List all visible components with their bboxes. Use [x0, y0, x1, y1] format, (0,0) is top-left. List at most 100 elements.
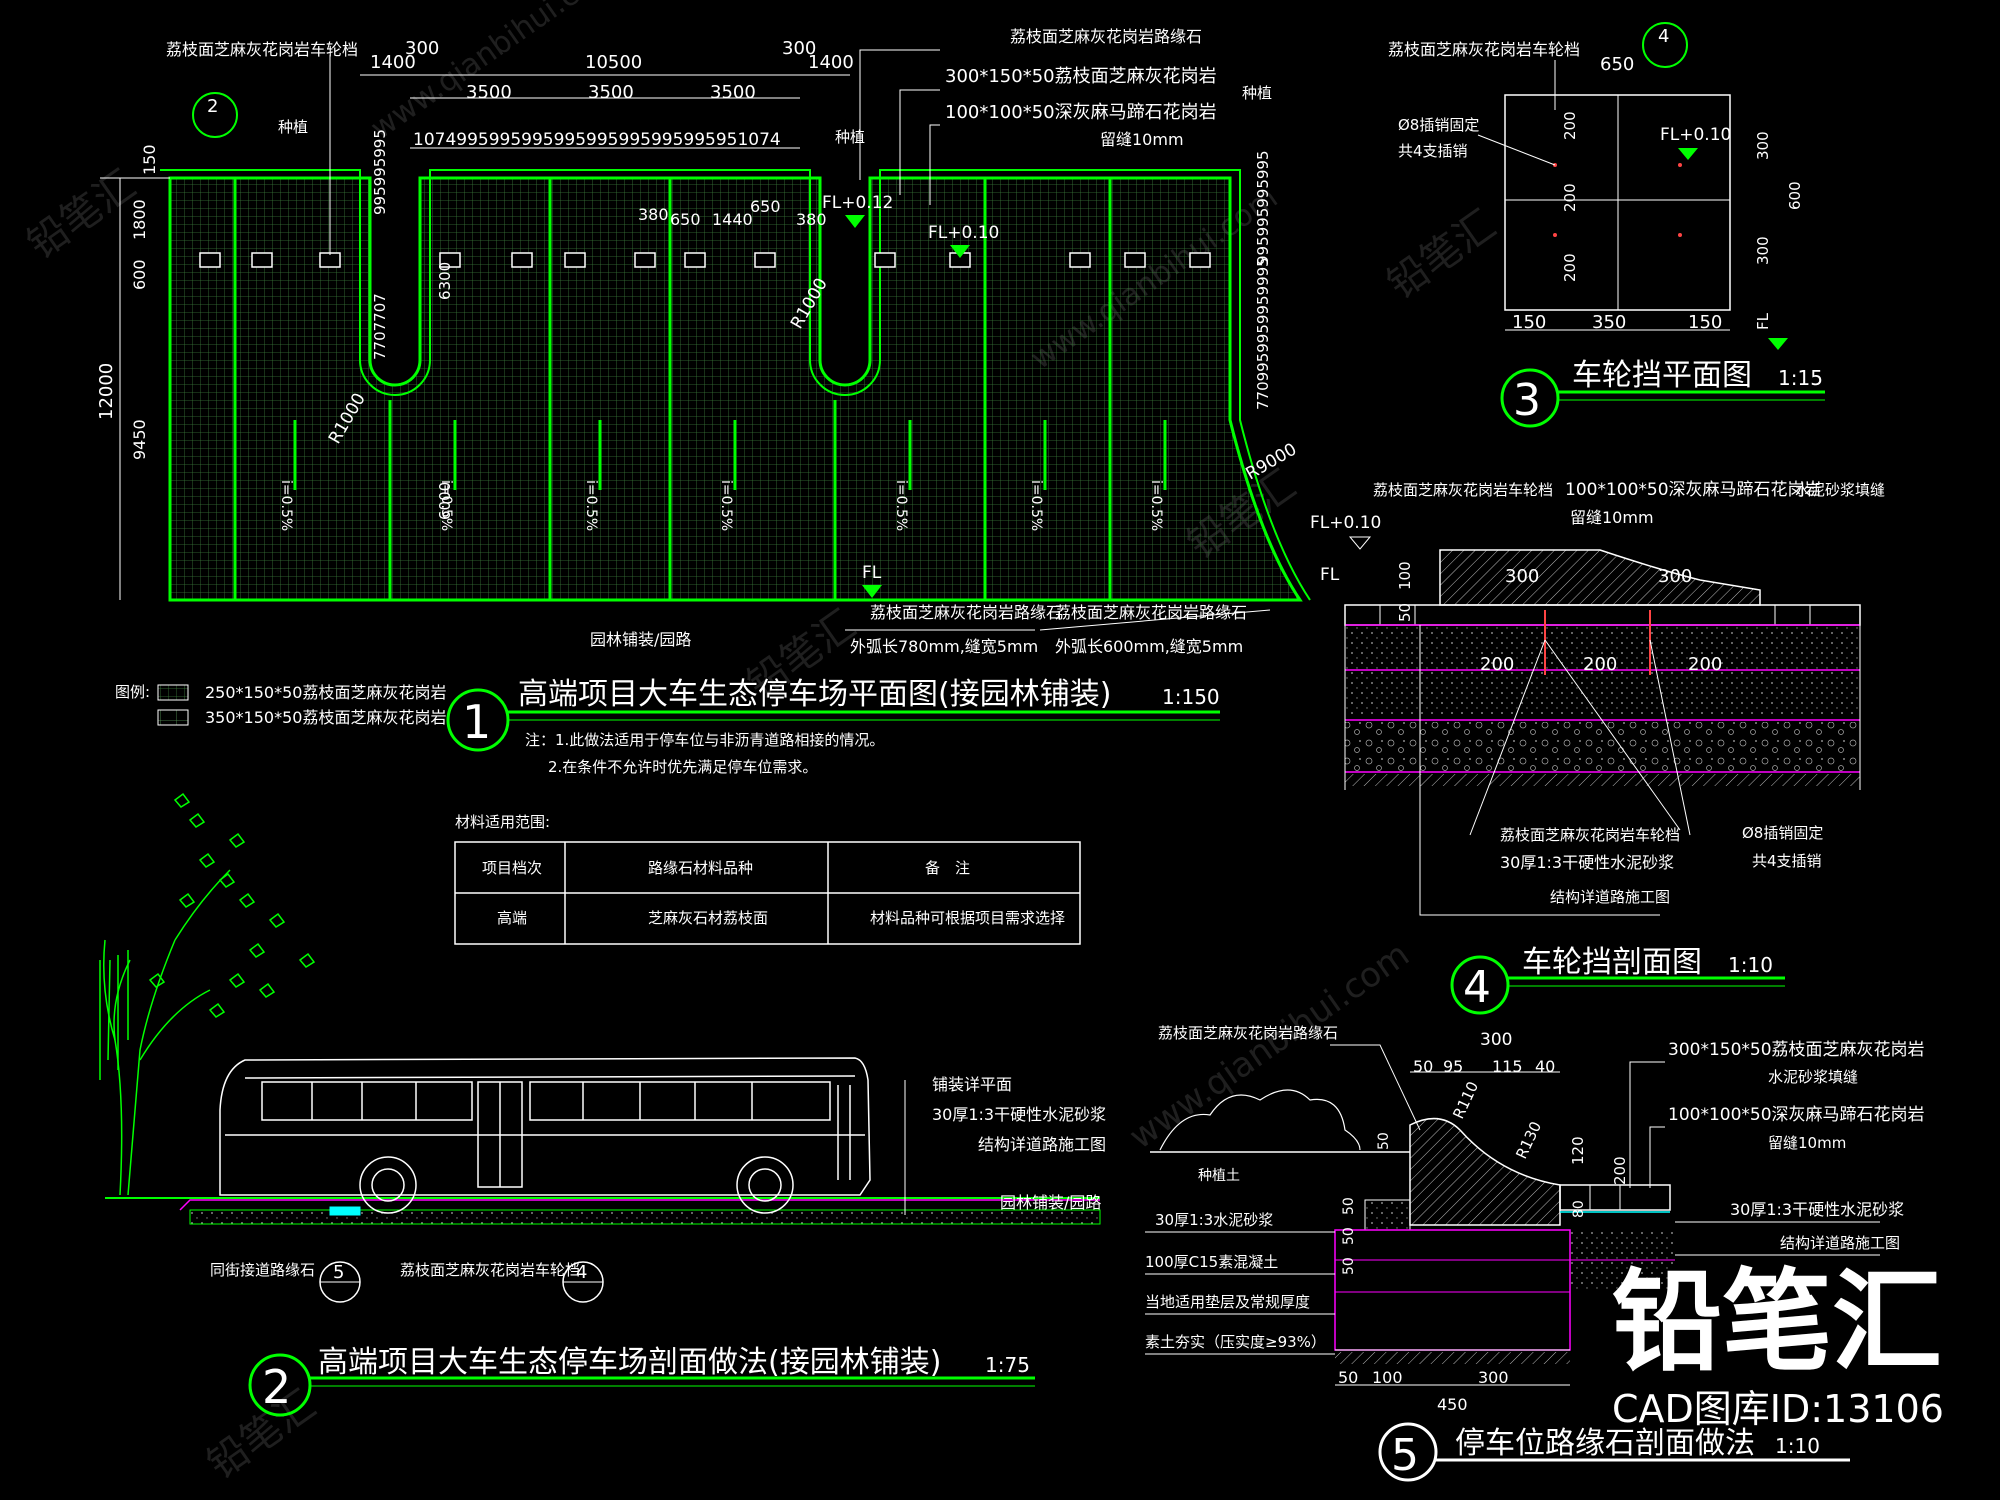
- drawing-label: 80: [1571, 1200, 1587, 1218]
- drawing-4-scale: 1:10: [1728, 953, 1773, 977]
- drawing-1-note-1: 注：1.此做法适用于停车位与非沥青道路相接的情况。: [525, 731, 884, 749]
- watermark-url: www.qianbihui.com: [1122, 934, 1417, 1157]
- drawing-label: 150: [140, 144, 159, 175]
- drawing-4-number: 4: [1463, 962, 1491, 1013]
- detail-ref-bubble-2: [192, 92, 238, 138]
- drawing-label: 600: [1786, 181, 1804, 210]
- legend-item-1: 250*150*50荔枝面芝麻灰花岗岩: [205, 683, 446, 702]
- drawing-3-wheel-stop-plan: 荔枝面芝麻灰花岗岩车轮档 650 4 Ø8插销固定 共4支插销 FL+0.10 …: [1388, 22, 1825, 428]
- drawing-label: 300: [1754, 131, 1772, 160]
- brand-logo-text: 铅笔汇: [1612, 1258, 1942, 1386]
- dim-top-5: 1400: [808, 52, 854, 73]
- brand-title-block: 铅笔汇 CAD图库ID:13106: [1612, 1258, 1944, 1431]
- watermark-brand: 铅笔汇: [1379, 202, 1504, 309]
- drawing-label: 120: [1569, 1136, 1587, 1165]
- drawing-label: 50: [1341, 1227, 1357, 1245]
- drawing-label: 50: [1338, 1368, 1358, 1387]
- drawing-1-number: 1: [462, 695, 491, 749]
- tree-illustration: [99, 792, 316, 1196]
- section-callout-3: 结构详道路施工图: [978, 1135, 1106, 1154]
- d4-fl-1: FL+0.10: [1310, 513, 1381, 533]
- d3-ref-bubble: [1642, 22, 1688, 68]
- drawing-label: 5: [333, 1262, 344, 1283]
- drawing-label: 12000: [96, 363, 117, 420]
- drawing-label: 30厚1:3水泥砂浆: [1155, 1211, 1273, 1229]
- drawing-label: 素土夯实（压实度≥93%）: [1145, 1333, 1326, 1351]
- table-cell-material: 芝麻灰石材荔枝面: [648, 909, 768, 927]
- drawing-label: 6300: [436, 262, 454, 300]
- dim-sub-2: 3500: [588, 82, 634, 103]
- material-table: 材料适用范围: 项目档次 路缘石材料品种 备 注 高端 芝麻灰石材荔枝面 材料品…: [454, 813, 1081, 945]
- d3-dim-top: 650: [1600, 54, 1634, 75]
- parking-pavement-area: [168, 176, 1303, 602]
- callout-stone-2: 100*100*50深灰麻马蹄石花岗岩: [945, 102, 1217, 123]
- drawing-5-number: 5: [1391, 1430, 1419, 1481]
- d4-callout-wheel: 荔枝面芝麻灰花岗岩车轮档: [1373, 481, 1553, 499]
- drawing-label: 50: [1413, 1057, 1433, 1076]
- dim-top-4: 300: [782, 38, 816, 59]
- dim-mid-5: 380: [796, 210, 827, 229]
- table-header-2: 路缘石材料品种: [648, 859, 753, 877]
- drawing-label: i=0.5%: [718, 480, 734, 531]
- cad-library-id: CAD图库ID:13106: [1612, 1387, 1944, 1431]
- fl-mark-2: FL+0.10: [928, 223, 999, 243]
- table-header-1: 项目档次: [482, 859, 542, 877]
- section-callout-1: 铺装详平面: [932, 1075, 1012, 1094]
- drawing-label: 100: [1396, 561, 1414, 590]
- legend-label: 图例:: [115, 683, 150, 701]
- drawing-label: 50: [1376, 1132, 1392, 1150]
- drawing-label: 100*100*50深灰麻马蹄石花岗岩: [1668, 1105, 1925, 1125]
- drawing-label: 1800: [130, 199, 149, 240]
- dim-mid-3: 1440: [712, 210, 753, 229]
- dim-sub-3: 3500: [710, 82, 756, 103]
- drawing-label: 200: [1561, 111, 1579, 140]
- drawing-3-number-bubble: [1500, 368, 1560, 428]
- dim-sub-1: 3500: [466, 82, 512, 103]
- drawing-label: 7707707: [371, 293, 389, 360]
- drawing-4-title: 车轮挡剖面图: [1522, 945, 1702, 980]
- drawing-label: 300: [1478, 1368, 1509, 1387]
- drawing-2-title: 高端项目大车生态停车场剖面做法(接园林铺装): [318, 1345, 941, 1380]
- drawing-label: 7709959959959995: [1254, 257, 1272, 410]
- watermark-url: www.qianbihui.com: [365, 0, 625, 147]
- callout-arc-2: 外弧长600mm,缝宽5mm: [1055, 637, 1243, 656]
- drawing-label: 450: [1437, 1395, 1468, 1414]
- dim-sub-row: 1074995995995995995995995995951074: [413, 130, 781, 150]
- d4-bottom-wheel: 荔枝面芝麻灰花岗岩车轮档: [1500, 826, 1680, 844]
- drawing-2-section: 铺装详平面 30厚1:3干硬性水泥砂浆 结构详道路施工图 园林铺装/园路 同街接…: [99, 792, 1106, 1417]
- d4-bottom-pin: Ø8插销固定: [1742, 824, 1823, 842]
- drawing-label: 水泥砂浆填缝: [1768, 1068, 1858, 1086]
- drawing-3-scale: 1:15: [1778, 366, 1823, 390]
- d5-radius-2: R130: [1512, 1119, 1545, 1162]
- drawing-1-plan: i=0.5% i=0.5% i=0.5% i=0.5% i=0.5% i=0.5…: [96, 27, 1311, 776]
- drawing-5-scale: 1:10: [1775, 1434, 1820, 1458]
- drawing-label: 结构详道路施工图: [1780, 1234, 1900, 1252]
- section-callout-curb: 同街接道路缘石: [210, 1261, 315, 1279]
- d3-callout-wheel: 荔枝面芝麻灰花岗岩车轮档: [1388, 40, 1580, 59]
- d4-bottom-mortar: 30厚1:3干硬性水泥砂浆: [1500, 853, 1674, 872]
- drawing-3-number: 3: [1513, 375, 1541, 426]
- fl-mark-1: FL+0.12: [822, 193, 893, 213]
- drawing-label: 50: [1341, 1197, 1357, 1215]
- drawing-label: 2: [207, 96, 218, 117]
- drawing-label: i=0.5%: [1148, 480, 1164, 531]
- drawing-label: i=0.5%: [583, 480, 599, 531]
- callout-curb-bottom-2: 荔枝面芝麻灰花岗岩路缘石: [1055, 603, 1247, 622]
- table-caption: 材料适用范围:: [455, 813, 550, 831]
- callout-curb: 荔枝面芝麻灰花岗岩路缘石: [1010, 27, 1202, 46]
- dim-top-3: 10500: [585, 52, 642, 73]
- legend-swatch-2: [157, 709, 189, 726]
- callout-stone-1: 300*150*50荔枝面芝麻灰花岗岩: [945, 66, 1217, 87]
- d4-wheel-stop-profile: [1439, 549, 1761, 606]
- dim-mid-1: 380: [638, 205, 669, 224]
- drawing-label: i=0.5%: [1028, 480, 1044, 531]
- d4-callout-stone: 100*100*50深灰麻马蹄石花岗岩: [1565, 480, 1822, 500]
- top-dimension-lines: [100, 74, 850, 600]
- drawing-label: i=0.5%: [278, 480, 294, 531]
- d3-callout-pin-count: 共4支插销: [1398, 142, 1468, 160]
- d3-fl-1: FL+0.10: [1660, 125, 1731, 145]
- drawing-label: 600: [130, 259, 149, 290]
- dim-mid-4: 650: [750, 197, 781, 216]
- d4-fl-2: FL: [1320, 565, 1340, 585]
- drawing-label: 200: [1583, 654, 1617, 675]
